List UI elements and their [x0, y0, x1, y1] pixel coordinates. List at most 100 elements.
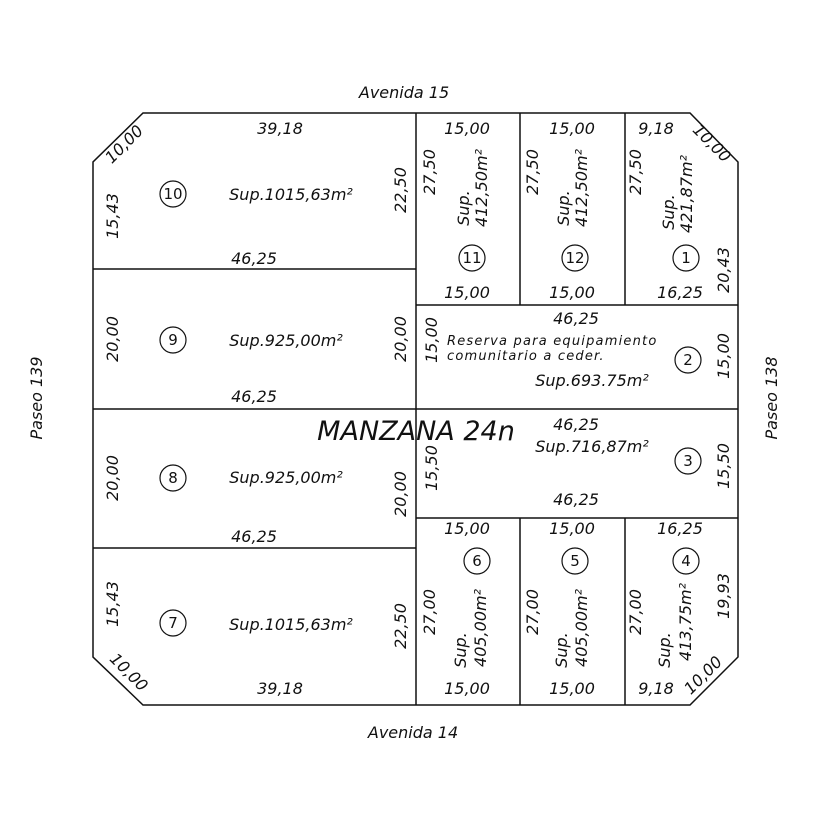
dim-top: 15,00	[549, 519, 595, 538]
dim-top: 39,18	[257, 119, 303, 138]
dim-right: 20,00	[391, 316, 410, 362]
street-bottom: Avenida 14	[367, 723, 458, 742]
dim-side: 27,00	[626, 589, 645, 635]
lot-8: 20,00 20,00 46,25 8 Sup.925,00m²	[103, 455, 410, 546]
dim-side: 27,50	[420, 149, 439, 195]
lot-area: Sup.925,00m²	[229, 331, 343, 350]
dim-top: 16,25	[657, 519, 703, 538]
block-outline	[92, 112, 739, 706]
dim-top: 15,00	[444, 519, 490, 538]
lot-number-circle	[674, 447, 702, 475]
lot-3: 46,25 Sup.716,87m² 15,50 3 15,50 46,25	[422, 415, 733, 509]
lot-area: Sup.1015,63m²	[229, 615, 353, 634]
lot-7: 15,43 22,50 39,18 10,00 7 Sup.1015,63m²	[103, 581, 410, 698]
lot-area-label: Sup.	[451, 632, 470, 668]
lot-number-circle	[672, 547, 700, 575]
lot-number-circle	[458, 244, 486, 272]
lot-area-label: Sup.	[552, 632, 571, 668]
lot-number: 4	[681, 552, 691, 570]
dim-side: 27,00	[420, 589, 439, 635]
dim-bottom: 15,00	[549, 679, 595, 698]
lot-11: 15,00 27,50 Sup. 412,50m² 11 15,00	[420, 119, 491, 302]
dim-side: 27,50	[523, 149, 542, 195]
reserve-note-line2: comunitario a ceder.	[447, 349, 605, 364]
dim-right: 19,93	[714, 573, 733, 619]
lot-area-value: 421,87m²	[677, 154, 696, 233]
lot-number-circle	[463, 547, 491, 575]
lot-area-label: Sup.	[454, 190, 473, 226]
lot-number-circle	[672, 244, 700, 272]
dim-left: 20,00	[103, 316, 122, 362]
dim-top: 9,18	[638, 119, 674, 138]
lot-area: Sup.1015,63m²	[229, 185, 353, 204]
lot-area: Sup.693.75m²	[535, 371, 649, 390]
dim-bottom: 15,00	[444, 679, 490, 698]
dim-side: 27,50	[626, 149, 645, 195]
lot-1: 9,18 10,00 27,50 Sup. 421,87m² 1 20,43 1…	[626, 119, 735, 302]
street-left: Paseo 139	[27, 356, 46, 439]
lot-6: 15,00 6 27,00 Sup. 405,00m² 15,00	[420, 519, 491, 698]
lot-4: 16,25 4 27,00 Sup. 413,75m² 19,93 9,18 1…	[626, 519, 733, 698]
dim-bottom: 46,25	[553, 490, 599, 509]
lot-area-value: 405,00m²	[572, 588, 591, 667]
dim-side: 27,00	[523, 589, 542, 635]
dim-chamfer: 10,00	[106, 649, 152, 695]
street-top: Avenida 15	[358, 83, 449, 102]
lot-number-circle	[159, 609, 187, 637]
lot-number: 8	[168, 469, 178, 487]
dim-right: 22,50	[391, 167, 410, 213]
dim-bottom: 46,25	[231, 249, 277, 268]
lot-9: 20,00 20,00 46,25 9 Sup.925,00m²	[103, 316, 410, 406]
dim-bottom: 15,00	[444, 283, 490, 302]
lot-number-circle	[674, 346, 702, 374]
lot-number-circle	[561, 547, 589, 575]
lot-number-circle	[561, 244, 589, 272]
lot-area: Sup.716,87m²	[535, 437, 649, 456]
dim-left: 20,00	[103, 455, 122, 501]
lot-number: 9	[168, 331, 178, 349]
lot-area-value: 405,00m²	[471, 588, 490, 667]
lot-number: 7	[168, 614, 178, 632]
dim-top: 15,00	[549, 119, 595, 138]
lot-area-label: Sup.	[554, 190, 573, 226]
lot-number: 6	[472, 552, 482, 570]
dim-left: 15,00	[422, 317, 441, 363]
dim-top: 15,00	[444, 119, 490, 138]
lot-number: 11	[462, 249, 481, 267]
dim-right: 20,43	[714, 247, 733, 293]
dim-left: 15,43	[103, 581, 122, 627]
lot-area-value: 412,50m²	[472, 148, 491, 227]
dim-bottom: 16,25	[657, 283, 703, 302]
dim-bottom: 39,18	[257, 679, 303, 698]
lot-number-circle	[159, 464, 187, 492]
lot-area-label: Sup.	[655, 632, 674, 668]
lot-number: 3	[683, 452, 693, 470]
lot-area-label: Sup.	[659, 194, 678, 230]
dim-bottom: 9,18	[638, 679, 674, 698]
dim-top: 46,25	[553, 309, 599, 328]
dim-left: 15,50	[422, 445, 441, 491]
lot-number: 2	[683, 351, 693, 369]
dim-bottom: 46,25	[231, 527, 277, 546]
dim-left: 15,43	[103, 193, 122, 239]
dim-bottom: 15,00	[549, 283, 595, 302]
lot-2: 46,25 15,00 Reserva para equipamiento co…	[422, 309, 733, 390]
block-title: MANZANA 24n	[317, 416, 515, 447]
lot-5: 15,00 5 27,00 Sup. 405,00m² 15,00	[523, 519, 595, 698]
street-right: Paseo 138	[762, 356, 781, 439]
dim-right: 15,50	[714, 443, 733, 489]
lot-area-value: 413,75m²	[676, 582, 695, 661]
dim-right: 22,50	[391, 603, 410, 649]
lot-number: 10	[163, 185, 182, 203]
dim-right: 15,00	[714, 333, 733, 379]
lot-12: 15,00 27,50 Sup. 412,50m² 12 15,00	[523, 119, 595, 302]
lot-area-value: 412,50m²	[572, 148, 591, 227]
lot-number: 5	[570, 552, 580, 570]
dim-top: 46,25	[553, 415, 599, 434]
lot-number: 1	[681, 249, 691, 267]
dim-chamfer: 10,00	[101, 121, 147, 167]
lot-10: 39,18 10,00 15,43 22,50 46,25 10 Sup.101…	[101, 119, 410, 268]
dim-right: 20,00	[391, 471, 410, 517]
dim-bottom: 46,25	[231, 387, 277, 406]
